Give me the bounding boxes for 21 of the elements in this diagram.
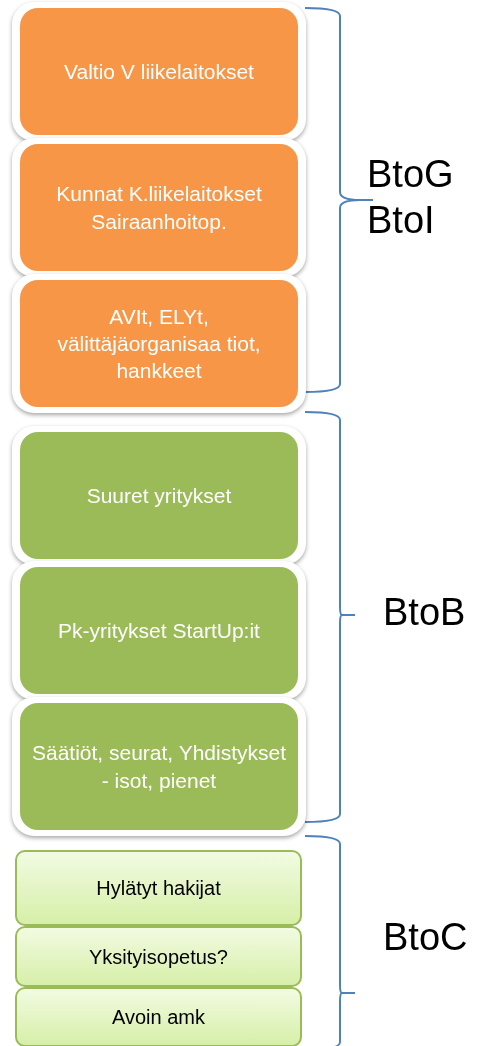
category-box bbox=[20, 144, 298, 271]
category-box bbox=[20, 280, 298, 407]
box-label: AVIt, ELYt, välittäjäorganisaa tiot, hankkeet bbox=[56, 303, 262, 385]
box-label: Hylätyt hakijat bbox=[96, 876, 221, 901]
box-label: Yksityisopetus? bbox=[89, 944, 228, 970]
category-box bbox=[20, 8, 298, 135]
category-box bbox=[15, 926, 302, 987]
category-box bbox=[20, 567, 298, 694]
segment-label: BtoG BtoI bbox=[367, 152, 455, 243]
category-box bbox=[15, 850, 302, 926]
box-label: Valtio V liikelaitokset bbox=[64, 58, 254, 85]
box-label: Kunnat K.liikelaitokset Sairaanhoitop. bbox=[55, 181, 263, 235]
category-box bbox=[15, 987, 302, 1046]
box-label: Pk-yritykset StartUp:it bbox=[58, 617, 260, 644]
box-label: Suuret yritykset bbox=[86, 482, 232, 509]
category-box bbox=[20, 432, 298, 559]
box-label: Säätiöt, seurat, Yhdistykset - isot, pienet bbox=[30, 740, 288, 794]
segment-label: BtoC bbox=[383, 915, 469, 960]
category-box bbox=[20, 703, 298, 830]
segment-label: BtoB bbox=[383, 590, 467, 635]
box-label: Avoin amk bbox=[112, 1005, 205, 1030]
